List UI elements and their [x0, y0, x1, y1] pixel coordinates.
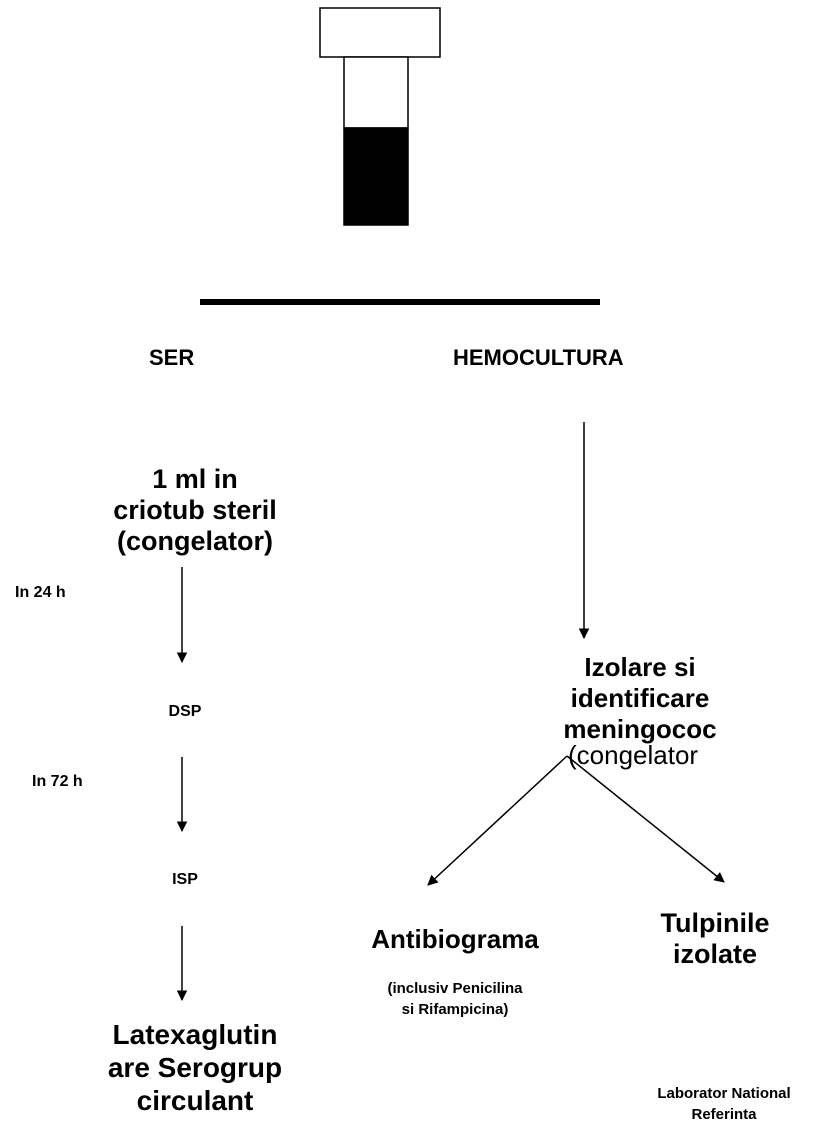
hemo-step-1: Izolare si identificare meningococ [540, 652, 740, 745]
ser-step-4-line-2: are Serogrup [107, 1052, 283, 1083]
branch-left-note-line-1: (inclusiv Penicilina [387, 980, 523, 997]
label-ser: SER [149, 345, 195, 370]
hemo-step-1-line-1: Izolare si [584, 652, 696, 682]
ser-step-1-line-3: (congelator) [116, 526, 273, 556]
ser-step-1-line-2: criotub steril [113, 495, 277, 525]
branch-right-note: Laborator National Referinta [626, 1083, 822, 1125]
label-hemocultura: HEMOCULTURA [453, 345, 624, 370]
arrow-branch-right [566, 755, 725, 883]
branch-right-title-line-1: Tulpinile [660, 908, 770, 938]
ser-step-1: 1 ml in criotub steril (congelator) [80, 464, 310, 558]
branch-left-title: Antibiograma [371, 924, 539, 954]
branch-left-note: (inclusiv Penicilina si Rifampicina) [360, 978, 550, 1020]
ser-step-4: Latexaglutin are Serogrup circulant [70, 1018, 320, 1116]
branch-left-note-line-2: si Rifampicina) [401, 1001, 509, 1018]
ser-step-4-line-1: Latexaglutin [112, 1019, 278, 1050]
ser-step-1-line-1: 1 ml in [152, 464, 238, 494]
branch-right-title: Tulpinile izolate [620, 908, 810, 970]
hemo-step-1-line-3: meningococ [563, 714, 717, 744]
arrow-branch-left [427, 755, 568, 886]
branch-right-note-line-2: Referinta [691, 1106, 757, 1123]
branch-right-note-line-1: Laborator National [657, 1085, 791, 1102]
hemo-step-1-note: (congelator [568, 740, 699, 770]
divider-bar [200, 299, 600, 305]
ser-step-4-line-3: circulant [136, 1085, 254, 1116]
ser-step-2: DSP [168, 703, 202, 720]
test-tube-icon [319, 7, 441, 226]
hemo-step-1-line-2: identificare [570, 683, 710, 713]
ser-step-3: ISP [172, 871, 198, 888]
branch-right-title-line-2: izolate [672, 939, 758, 969]
ser-time-1: In 24 h [15, 584, 66, 601]
ser-time-2: In 72 h [32, 773, 83, 790]
